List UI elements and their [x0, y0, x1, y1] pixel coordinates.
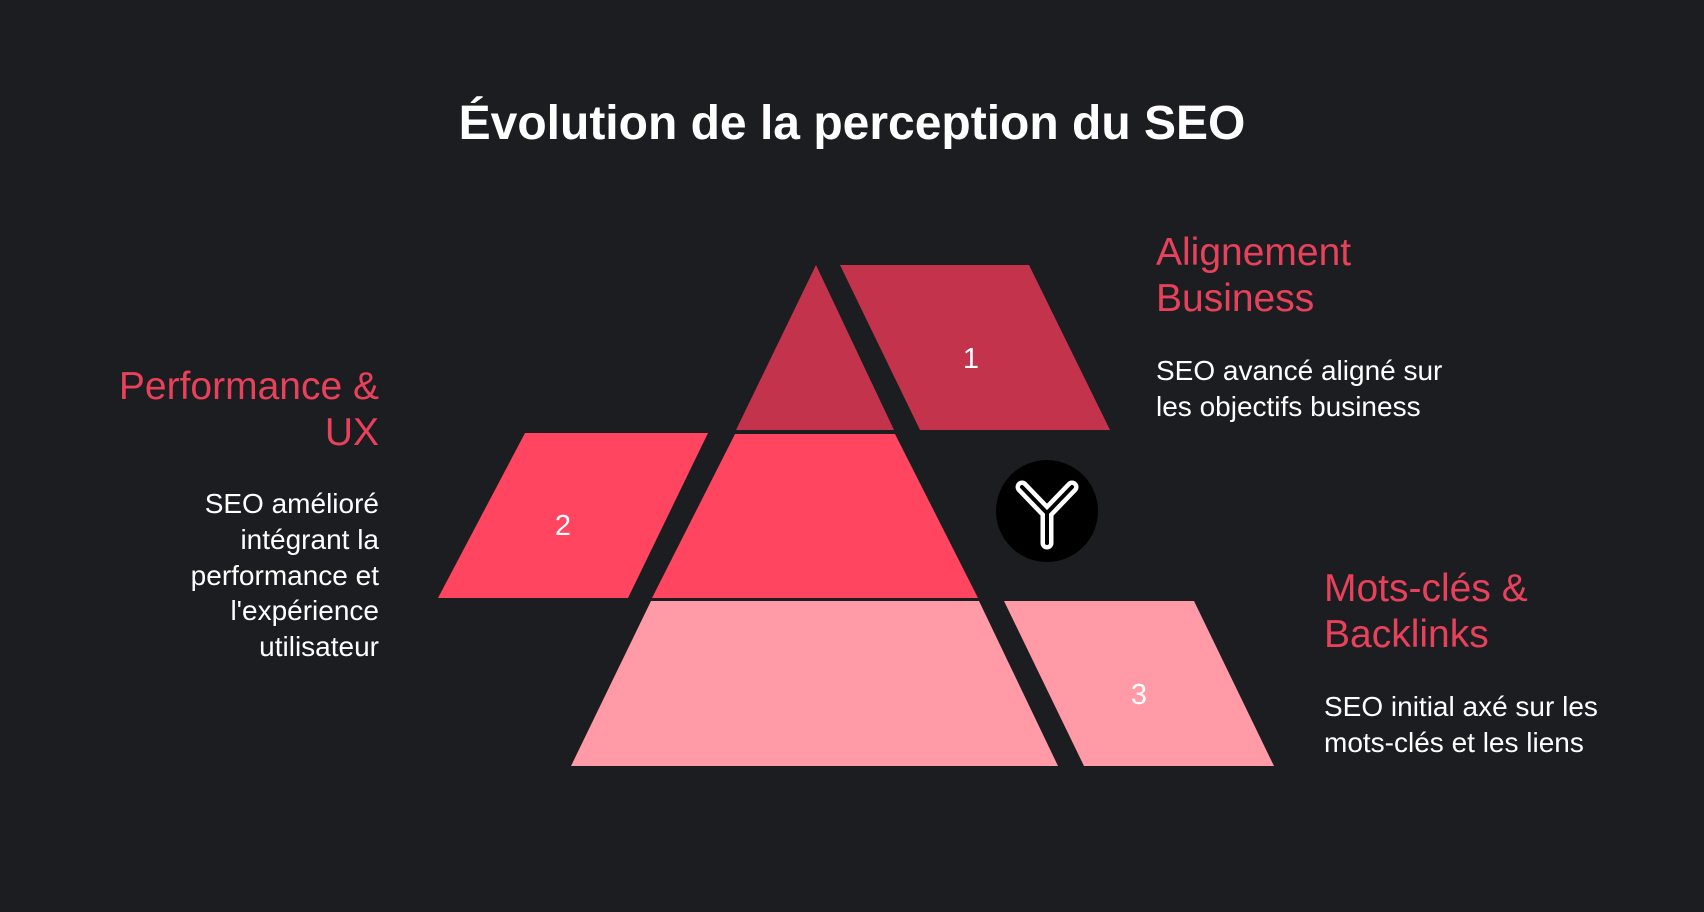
pyramid-top-layer	[736, 265, 894, 430]
level-3-tab	[1004, 601, 1274, 766]
y-logo-icon	[996, 460, 1098, 562]
pyramid-middle-layer	[652, 434, 978, 598]
level-2-heading: Performance & UX	[118, 365, 379, 455]
level-3-description: SEO initial axé sur les mots-clés et les…	[1324, 691, 1598, 758]
level-2-number: 2	[554, 510, 572, 542]
level-2-description: SEO amélioré intégrant la performance et…	[190, 488, 379, 663]
level-3-heading: Mots-clés & Backlinks	[1324, 567, 1528, 657]
level-1-description: SEO avancé aligné sur les objectifs busi…	[1156, 355, 1443, 422]
level-1-tab	[840, 265, 1110, 430]
level-1-number: 1	[962, 343, 980, 375]
level-3-number: 3	[1130, 679, 1148, 711]
pyramid-bottom-layer	[571, 601, 1058, 766]
level-2-tab	[438, 433, 708, 598]
page-title: Évolution de la perception du SEO	[458, 97, 1246, 150]
level-1-heading: Alignement Business	[1156, 231, 1352, 321]
